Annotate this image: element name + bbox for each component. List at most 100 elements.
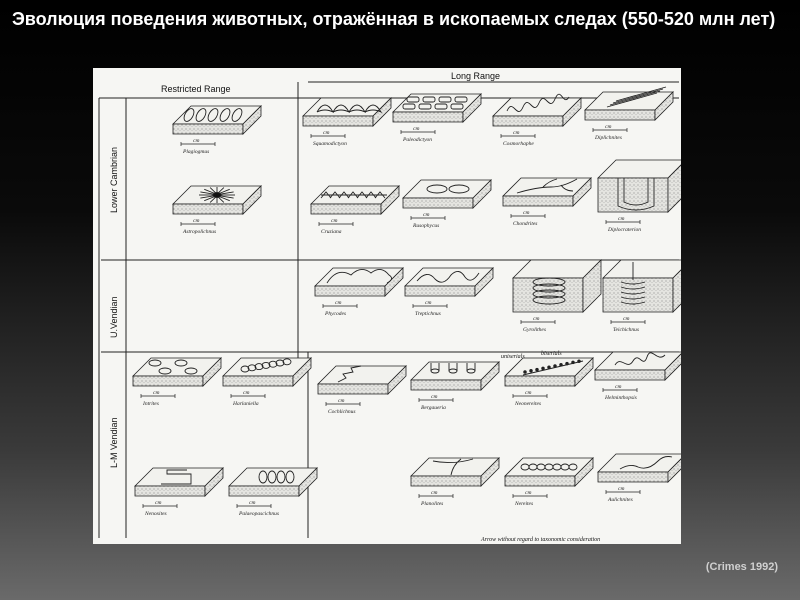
trace-blocks: cmPlagiogmuscmSquamodictyoncmPaleodictyo… [132,86,681,517]
citation-caption: (Crimes 1992) [705,561,778,573]
trace-motif [416,271,480,283]
header-long-range: Long Range [451,71,500,81]
scale-bar [610,320,646,324]
trace-motif [320,191,387,199]
trace-label-cochlichnus: Cochlichnus [328,409,356,415]
slide-title: Эволюция поведения животных, отражённая … [12,9,776,29]
scale-unit: cm [431,490,437,496]
scale-unit: cm [193,138,199,144]
scale-bar [400,130,436,134]
trace-motif [522,359,584,376]
scale-unit: cm [513,130,519,136]
trace-label-chondrites: Chondrites [513,221,537,227]
trace-label-diplocraterion: Diplocraterion [607,227,641,233]
trace-label-treptichnus: Treptichnus [415,311,441,317]
scale-unit: cm [323,130,329,136]
scale-bar [512,394,548,398]
trace-motif [506,93,570,113]
trace-motif [617,178,655,211]
scale-bar [318,222,354,226]
scale-unit: cm [605,124,611,130]
trace-motif [620,262,646,305]
trace-label-harlaniella: Harlaniella [232,401,259,407]
scale-unit: cm [525,390,531,396]
trace-motif [316,104,383,114]
trace-label-cruziana: Cruziana [321,229,342,235]
trace-motif [619,456,673,470]
annotation-uniserials: uniserials [501,354,525,360]
trace-label-paleodictyon: Paleodictyon [402,137,432,143]
scale-bar [322,304,358,308]
trace-motif [183,108,243,122]
trace-label-nenoxites: Nenoxites [144,511,167,517]
trace-label-bergaueria: Bergaueria [421,405,446,411]
scale-bar [592,128,628,132]
scale-unit: cm [153,390,159,396]
trace-label-aulichnites: Aulichnites [607,497,633,503]
trace-label-helminthopsis: Helminthopsis [604,395,637,401]
trace-motif [516,178,578,194]
scale-bar [512,494,548,498]
trace-label-teichichnus: Teichichnus [613,327,639,333]
header-restricted-range: Restricted Range [161,84,231,94]
figure-grid [98,81,679,538]
row-label-lm-vendian: L-M Vendian [109,417,119,468]
trace-motif [326,269,392,284]
scale-bar [520,320,556,324]
trace-label-nereites: Nereites [514,501,533,507]
row-label-lower-cambrian: Lower Cambrian [109,147,119,213]
trace-motif [426,184,470,194]
trace-label-cosmorhaphe: Cosmorhaphe [503,141,534,147]
scale-bar [310,134,346,138]
trace-label-rusophycus: Rusophycus [412,223,439,229]
trace-motif [240,358,292,373]
scale-bar [602,388,638,392]
scale-unit: cm [413,126,419,132]
scale-bar [236,504,272,508]
scale-unit: cm [525,490,531,496]
scale-unit: cm [533,316,539,322]
trace-label-intrites: Intrites [142,401,159,407]
trace-label-planolites: Planolites [420,501,443,507]
scale-unit: cm [615,384,621,390]
scale-unit: cm [425,300,431,306]
trace-motif [258,470,295,484]
trace-motif [430,363,476,374]
scale-bar [418,494,454,498]
scale-bar [325,402,361,406]
scale-unit: cm [618,216,624,222]
scale-bar [418,398,454,402]
scale-unit: cm [155,500,161,506]
scale-bar [142,504,178,508]
trace-label-squamodictyon: Squamodictyon [313,141,347,147]
scale-bar [510,214,546,218]
trace-motif [520,463,578,471]
scale-bar [410,216,446,220]
trace-motif [532,277,566,305]
trace-label-astropolichnus: Astropolichnus [182,229,216,235]
scale-bar [180,142,216,146]
scale-bar [605,220,641,224]
trace-label-palaeopascichnus: Palaeopascichnus [238,511,279,517]
scale-unit: cm [431,394,437,400]
annotation-biserials: biserials [541,351,562,357]
trace-label-plagiogmus: Plagiogmus [182,149,209,155]
trace-motif [432,458,474,476]
